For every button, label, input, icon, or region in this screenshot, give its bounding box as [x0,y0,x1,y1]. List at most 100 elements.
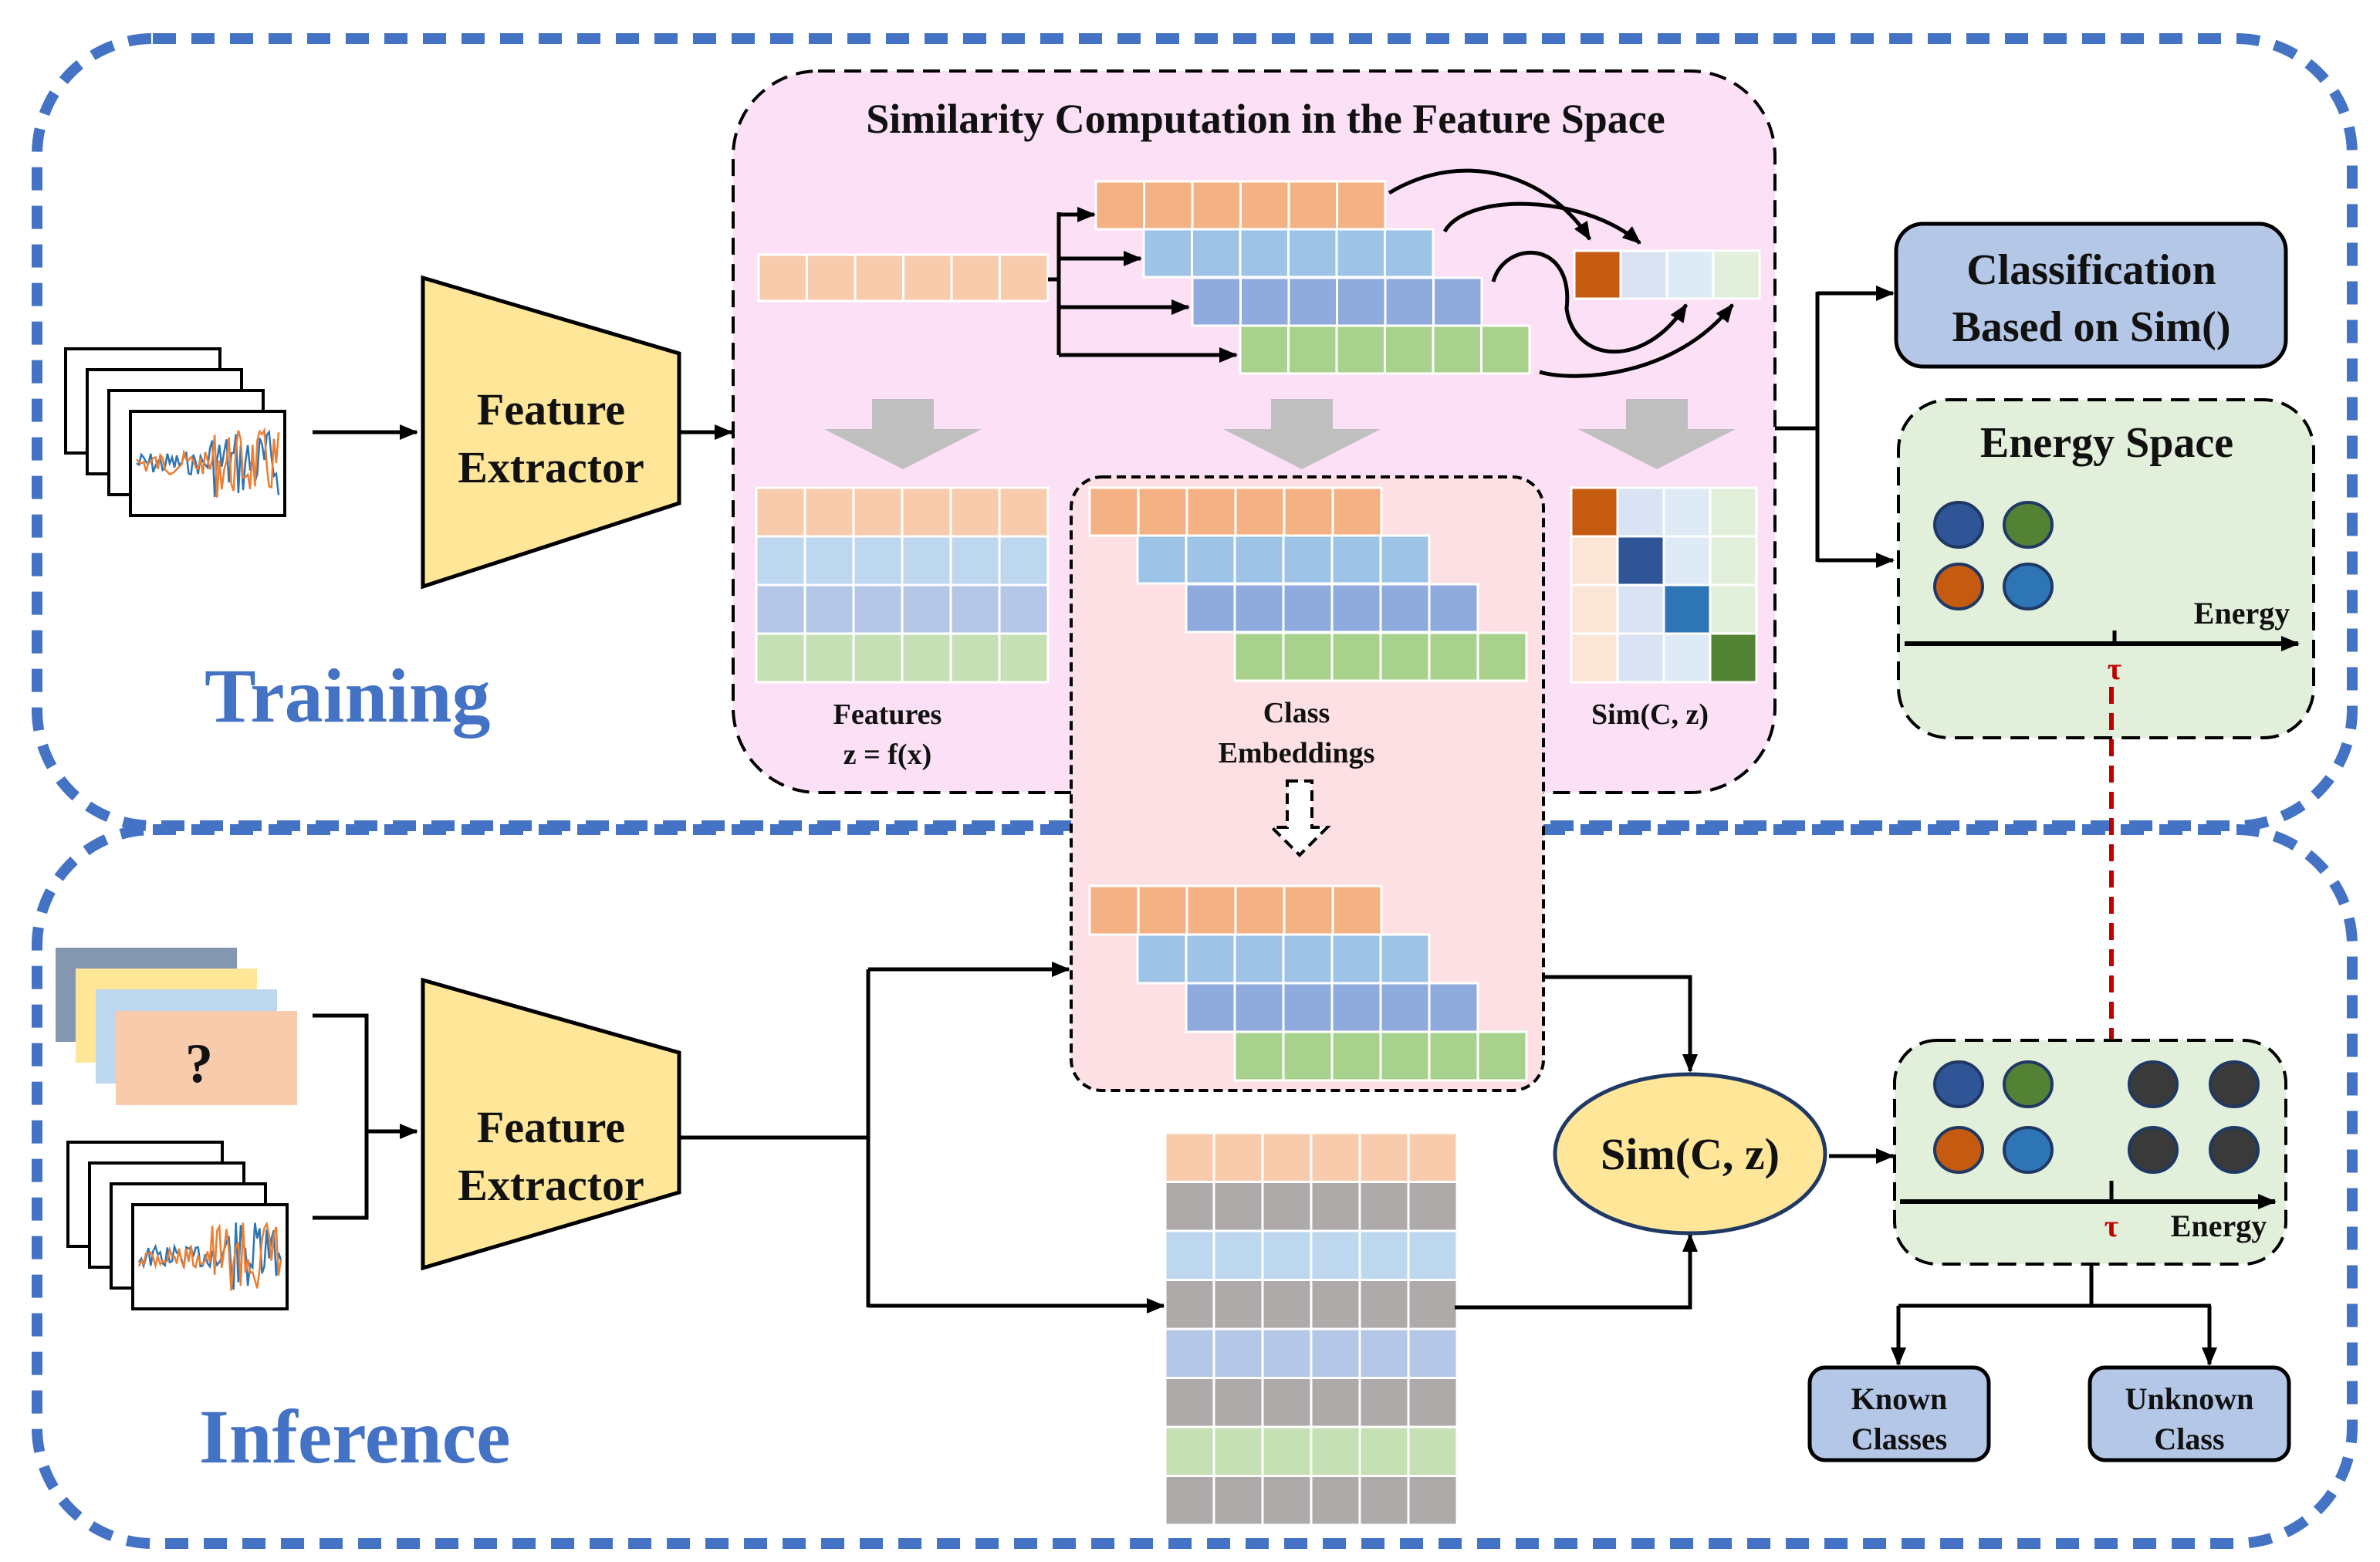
inference-fork-arrows [679,962,1165,1314]
inference-table-cell [1358,1475,1410,1526]
known-class-dot [1933,563,1984,610]
embedding-cell [1480,324,1531,375]
inference-table-cell [1164,1181,1215,1232]
unknown-sample-mark: ? [185,1033,213,1094]
embedding-cell [1239,180,1290,231]
feature-cell [803,583,855,635]
inference-input-stack [66,1141,289,1310]
class-embeddings-matrix [1088,486,1528,682]
inference-table-cell [1261,1425,1313,1477]
sim-vector-cell [1573,249,1622,300]
embedding-cell [1088,486,1140,537]
sim-matrix-cell [1616,535,1665,587]
embedding-cell [1379,982,1431,1033]
sim-function-label: Sim(C, z) [1601,1129,1780,1179]
feature-cell [755,535,806,587]
inference-table-cell [1407,1377,1459,1428]
embedding-cell [1142,228,1193,279]
sim-matrix-cell [1709,583,1758,635]
embedding-cell [1185,486,1237,537]
unknown-class-dot [2209,1060,2260,1108]
feature-cell [998,535,1050,587]
gray-arrow-features [824,399,982,469]
inference-input-bracket [313,1013,418,1220]
feature-cell [852,486,904,538]
class-embedding-stairs-top [1094,180,1531,375]
inference-table-cell [1164,1425,1215,1477]
training-input-stack [64,347,286,517]
embeddings-label-1: Class [1263,697,1330,729]
feature-cell [998,486,1050,538]
embedding-cell [1233,631,1285,682]
embedding-cell [1379,583,1431,634]
embedding-cell [1282,631,1334,682]
sim-matrix-cell [1570,632,1619,684]
sim-matrix-cell [1709,535,1758,587]
embedding-cell [1331,884,1383,936]
unknown-class-label-2: Class [2154,1422,2224,1456]
inference-table-cell [1358,1425,1410,1477]
embedding-cell [1137,884,1188,936]
inference-table-cell [1164,1229,1215,1281]
embedding-cell [1330,631,1382,682]
embedding-cell [1239,228,1290,279]
inference-table-cell [1407,1279,1459,1330]
embedding-cell [1191,276,1242,327]
embedding-cell [1136,933,1188,985]
feature-vector-cell [902,253,953,303]
inference-table-cell [1310,1475,1361,1526]
embedding-cell [1331,486,1383,537]
embedding-cell [1088,884,1140,936]
embedding-cell [1283,486,1334,537]
sim-matrix-cell [1662,632,1712,684]
embedding-cell [1233,583,1285,634]
embedding-cell [1233,982,1285,1033]
embedding-cell [1239,276,1290,327]
similarity-vector [1573,249,1761,300]
inference-table-cell [1310,1377,1361,1428]
inference-table-cell [1261,1279,1313,1330]
inference-table-cell [1212,1229,1264,1281]
inference-table-cell [1261,1181,1313,1232]
training-energy-axis-label: Energy [2194,596,2290,631]
feature-cell [755,632,806,684]
embedding-cell [1330,583,1382,634]
feature-vector-cell [950,253,1001,303]
embedding-cell [1282,583,1334,634]
known-class-dot [1933,1060,1984,1108]
sim-matrix-cell [1709,486,1758,538]
inference-energy-dots [1933,1060,2260,1174]
curved-similarity-arrows [1388,168,1734,378]
inference-table-cell [1164,1327,1215,1379]
embedding-cell [1330,534,1382,585]
embedding-cell [1384,276,1435,327]
feature-cell [852,632,904,684]
inference-table-cell [1261,1327,1313,1379]
inference-table-cell [1358,1181,1410,1232]
embedding-cell [1384,228,1435,279]
feature-cell [803,486,855,538]
feature-vector-cell [999,253,1050,303]
feature-vector-cell [806,253,857,303]
unknown-sample-cards [56,948,297,1105]
inference-table-cell [1358,1327,1410,1379]
energy-space-title: Energy Space [1980,419,2233,467]
sim-matrix-label: Sim(C, z) [1591,698,1709,731]
embedding-cell [1282,933,1334,985]
fork-arrows [1048,207,1238,363]
inference-table-cell [1261,1229,1313,1281]
known-class-dot [2003,1060,2054,1108]
feature-cell [949,535,1001,587]
embedding-cell [1185,982,1236,1033]
classification-label-1: Classification [1966,246,2216,294]
embedding-cell [1234,486,1286,537]
embedding-cell [1233,534,1285,585]
decision-fork-arrows [1891,1266,2217,1366]
inference-table-cell [1310,1181,1361,1232]
embedding-cell [1185,884,1237,936]
embedding-cell [1282,1030,1334,1082]
embedding-cell [1185,933,1236,985]
embedding-cell [1191,228,1242,279]
sim-matrix-cell [1570,583,1619,635]
embedding-cell [1239,324,1290,375]
